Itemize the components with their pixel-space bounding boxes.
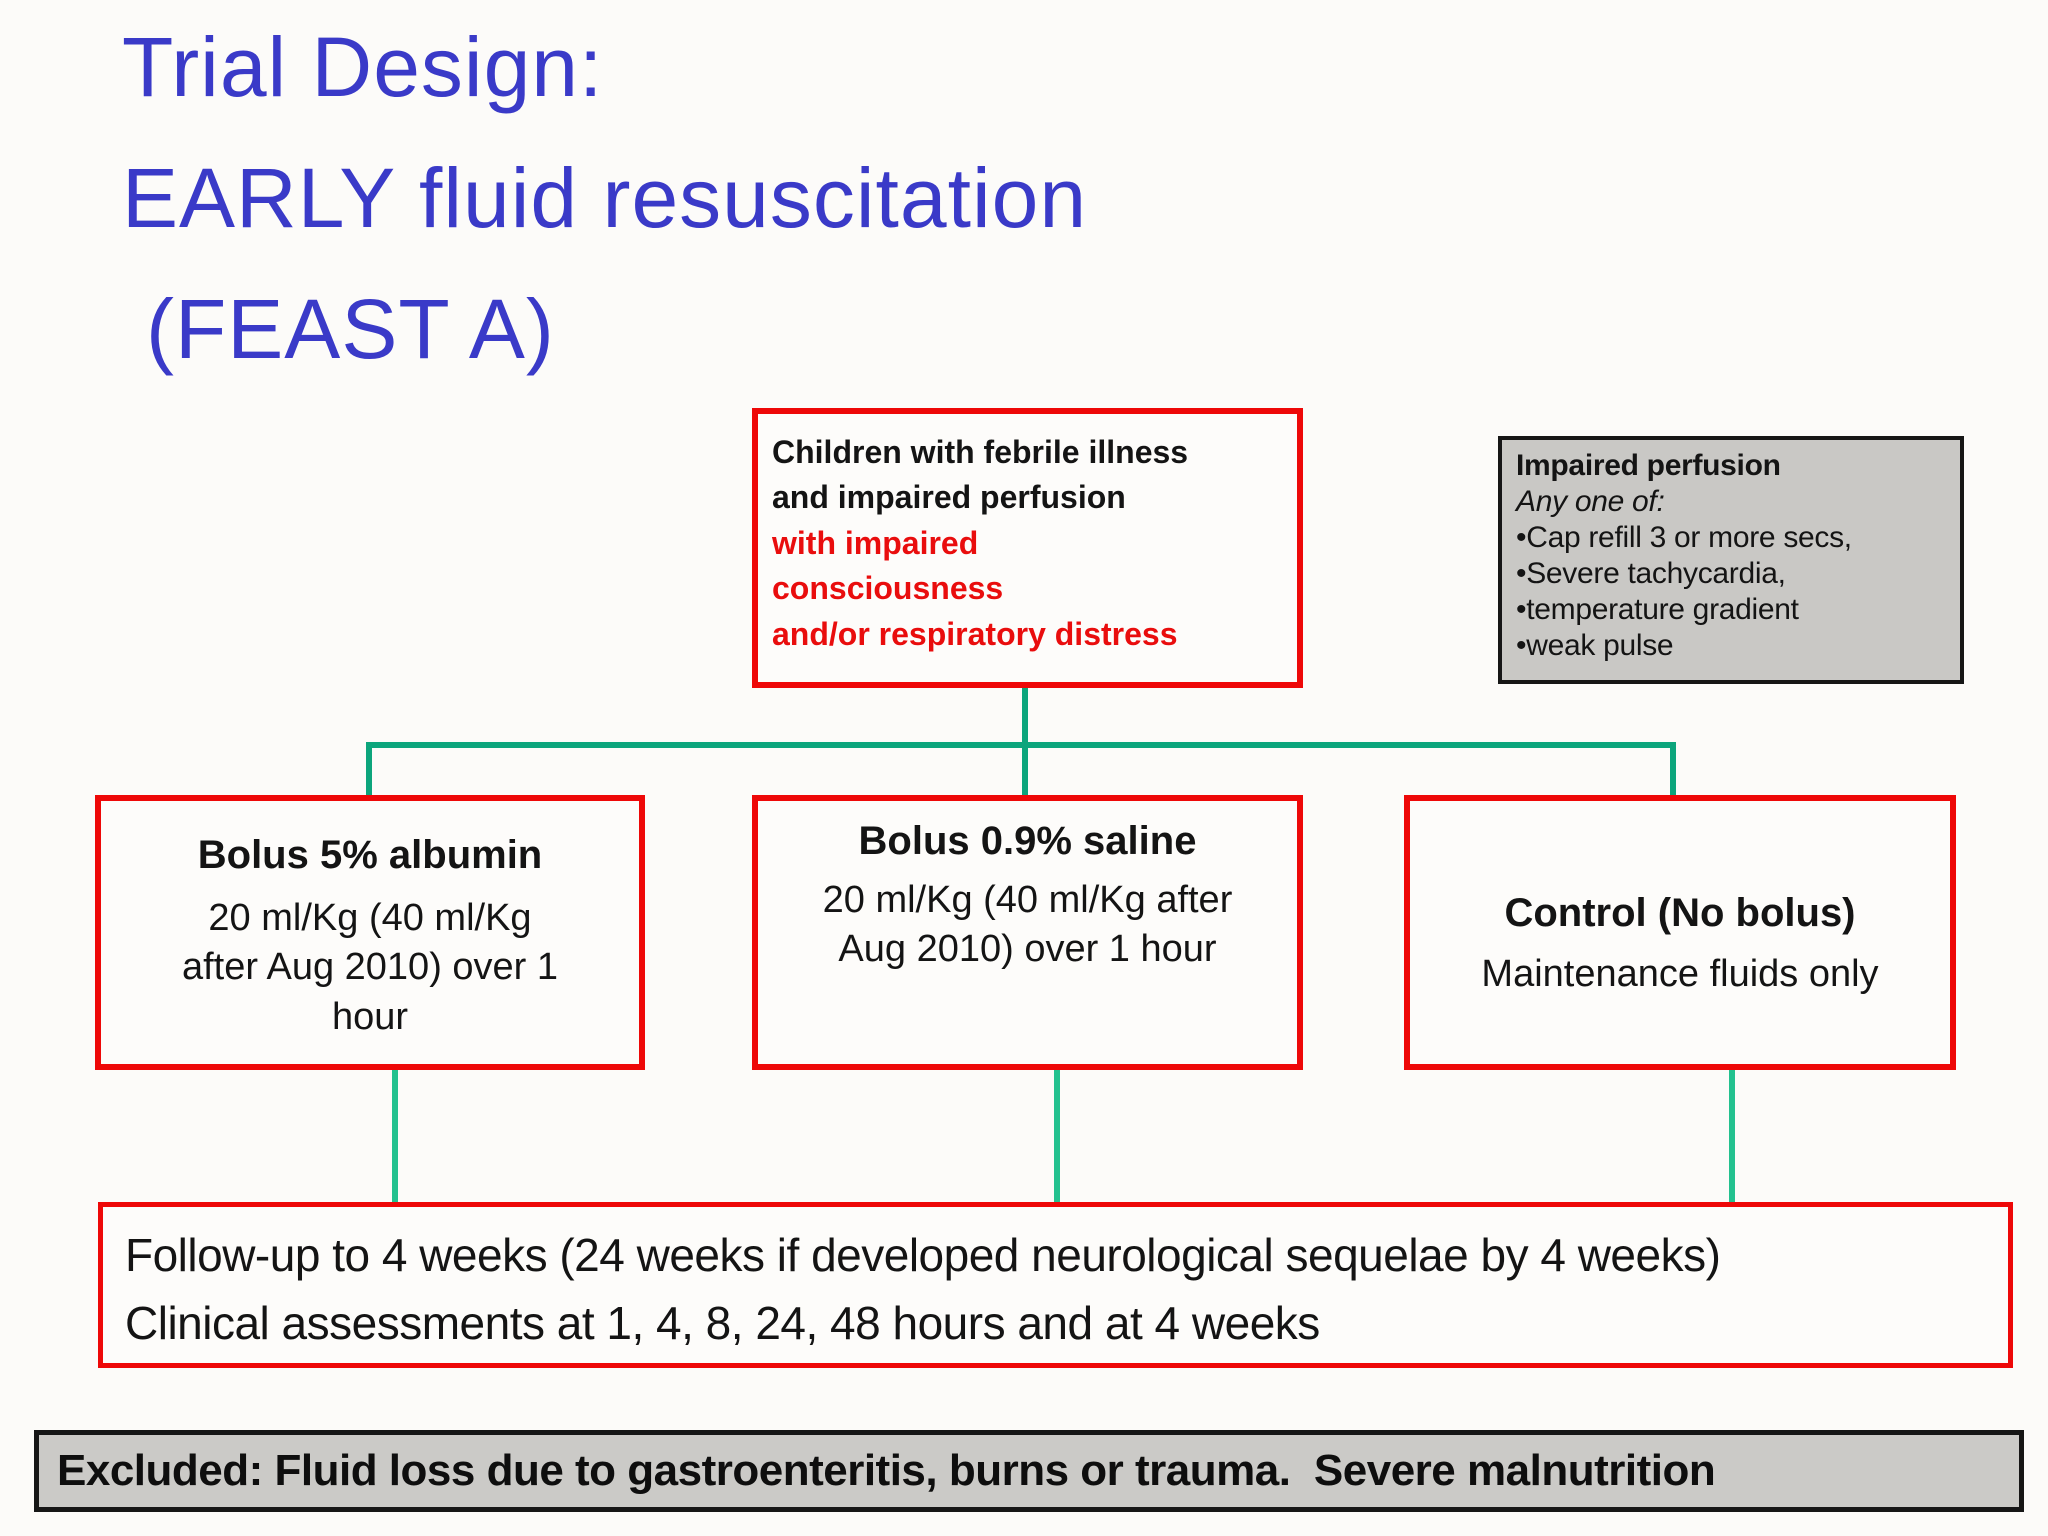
excluded-text: Excluded: Fluid loss due to gastroenteri… [57, 1446, 1716, 1495]
bullet-temperature-gradient: •temperature gradient [1516, 593, 1799, 626]
excluded-bar: Excluded: Fluid loss due to gastroenteri… [34, 1430, 2024, 1512]
connector-albumin-to-followup [392, 1066, 398, 1206]
impaired-perfusion-title: Impaired perfusion [1516, 449, 1781, 482]
arm-box-albumin: Bolus 5% albumin 20 ml/Kg (40 ml/Kg afte… [95, 795, 645, 1070]
connector-drop-left [366, 742, 372, 802]
bullet-cap-refill: •Cap refill 3 or more secs, [1516, 521, 1852, 554]
arm-box-control: Control (No bolus) Maintenance fluids on… [1404, 795, 1956, 1070]
arm-control-title: Control (No bolus) [1504, 891, 1856, 936]
followup-line-1: Follow-up to 4 weeks (24 weeks if develo… [125, 1229, 1721, 1281]
arm-albumin-title: Bolus 5% albumin [197, 833, 543, 877]
connector-drop-middle [1022, 742, 1028, 802]
connector-control-to-followup [1729, 1066, 1735, 1206]
title-line-1: Trial Design: [122, 20, 604, 114]
bullet-severe-tachycardia: •Severe tachycardia, [1516, 557, 1786, 590]
arm-control-description: Maintenance fluids only [1481, 953, 1879, 996]
slide-title: Trial Design: EARLY fluid resuscitation … [122, 2, 1087, 395]
connector-horizontal [366, 742, 1676, 748]
arm-box-saline: Bolus 0.9% saline 20 ml/Kg (40 ml/Kg aft… [752, 795, 1303, 1070]
eligibility-criteria-red: with impaired consciousness and/or respi… [772, 524, 1178, 652]
connector-top-vertical [1022, 688, 1028, 748]
followup-line-2: Clinical assessments at 1, 4, 8, 24, 48 … [125, 1297, 1320, 1350]
eligibility-criteria-black: Children with febrile illness and impair… [772, 434, 1189, 516]
followup-box: Follow-up to 4 weeks (24 weeks if develo… [98, 1202, 2013, 1368]
arm-saline-dose: 20 ml/Kg (40 ml/Kg after Aug 2010) over … [822, 879, 1233, 971]
title-line-2: EARLY fluid resuscitation [122, 151, 1088, 246]
connector-saline-to-followup [1054, 1066, 1060, 1206]
connector-drop-right [1670, 742, 1676, 802]
impaired-perfusion-definition-box: Impaired perfusion Any one of: •Cap refi… [1498, 436, 1964, 684]
title-line-3: (FEAST A) [146, 282, 555, 377]
arm-albumin-dose: 20 ml/Kg (40 ml/Kg after Aug 2010) over … [181, 897, 559, 1038]
eligibility-box: Children with febrile illness and impair… [752, 408, 1303, 688]
bullet-weak-pulse: •weak pulse [1516, 629, 1674, 662]
arm-saline-title: Bolus 0.9% saline [858, 819, 1197, 863]
impaired-perfusion-subtitle: Any one of: [1516, 485, 1665, 518]
